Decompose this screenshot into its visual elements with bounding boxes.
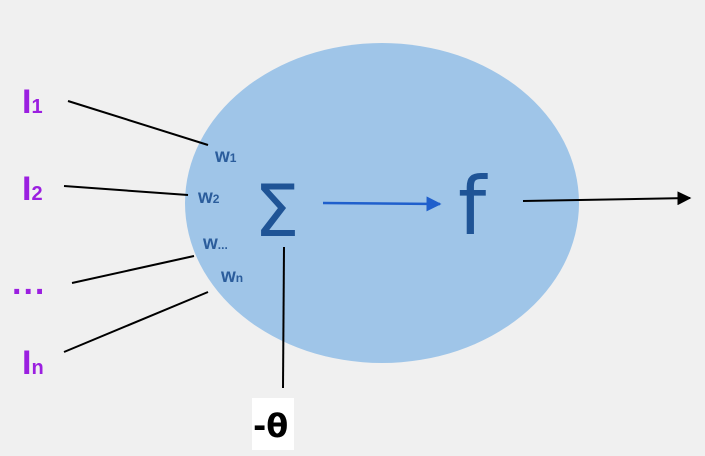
sum-to-function-arrow [322,196,442,212]
input-label-2-sub: 2 [31,183,42,205]
summation-symbol: Σ [254,169,300,253]
input-label-3: ... [12,264,46,302]
input-label-1-base: I [22,83,31,121]
weight-label-4-base: w [220,266,236,287]
input-label-4: In [22,344,44,382]
input-label-2-base: I [22,170,31,208]
input-label-4-sub: n [31,357,43,379]
bias-line [282,246,285,389]
input-label-2: I2 [22,170,43,208]
weight-label-1-base: w [214,146,230,167]
bias-label-box [252,398,294,450]
weight-label-2-sub: 2 [213,192,220,206]
weight-label-3-sub: ... [218,238,228,252]
input-line-3 [71,255,195,284]
weight-label-1: w1 [214,146,237,167]
input-line-4 [63,291,209,353]
weight-label-2-base: w [197,187,213,208]
bias-label: -θ [253,407,288,445]
weight-label-4: wn [220,266,243,287]
input-line-2 [63,185,189,196]
weight-label-1-sub: 1 [230,151,237,165]
input-label-1: I1 [22,83,43,121]
input-label-4-base: I [22,344,31,382]
input-label-1-sub: 1 [31,96,42,118]
input-line-1 [67,100,209,146]
input-label-3-base: ... [12,264,46,302]
weight-label-2: w2 [197,187,220,208]
activation-function-symbol: f [458,160,488,253]
output-arrow [522,191,692,206]
weight-label-3-base: w [202,233,218,254]
weight-label-3: w... [202,233,228,254]
weight-label-4-sub: n [236,271,243,285]
